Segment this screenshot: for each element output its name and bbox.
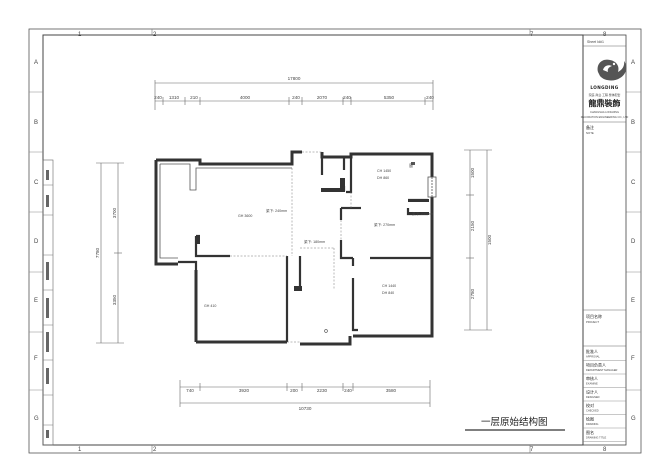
room-label-ch1: CH 1450 bbox=[377, 169, 391, 173]
grid-row-left-c: C bbox=[34, 180, 39, 186]
top-dimension-lines bbox=[154, 80, 434, 110]
grid-row-left-d: D bbox=[34, 239, 39, 245]
title-field-sub: DRAWING bbox=[586, 422, 598, 426]
room-label-ch2: CH 1440 bbox=[382, 284, 396, 288]
dim-right-1: 1500 bbox=[470, 167, 475, 178]
sheet-outer-border bbox=[28, 28, 642, 454]
dim-top-9: 240 bbox=[426, 95, 434, 100]
dim-top-8: 5350 bbox=[384, 95, 395, 100]
title-field-sub: DEPARTMENT MANAGER bbox=[586, 368, 618, 372]
title-field-label: 校对 bbox=[586, 402, 594, 408]
room-label-dh2: DH 840 bbox=[382, 291, 394, 295]
dim-top-5: 240 bbox=[292, 95, 300, 100]
room-label-beam2: 梁下: 180mm bbox=[304, 239, 325, 244]
brand-en: LONGDING bbox=[590, 85, 618, 90]
bottom-dimension-lines bbox=[179, 380, 431, 407]
grid-col-top-7: 7 bbox=[530, 32, 534, 38]
opening-lines bbox=[230, 151, 352, 343]
dim-top-3: 210 bbox=[190, 95, 198, 100]
sheet-tag: Sheet Id#1 bbox=[587, 40, 604, 44]
grid-col-bottom-8: 8 bbox=[603, 447, 607, 453]
title-field-label: 批准人 bbox=[586, 348, 598, 354]
dim-top-2: 1310 bbox=[169, 95, 180, 100]
project-sub: PROJECT bbox=[586, 320, 599, 324]
dim-left-1: 3700 bbox=[112, 207, 117, 218]
grid-row-left-b: B bbox=[34, 120, 38, 126]
title-field-sub: APPROVAL bbox=[586, 355, 600, 359]
title-field-label: 项目负责人 bbox=[586, 362, 606, 368]
revision-strip bbox=[42, 159, 54, 446]
grid-row-right-a: A bbox=[631, 60, 635, 66]
floor-drain-icon bbox=[324, 329, 328, 333]
dim-top-7: 240 bbox=[343, 95, 351, 100]
brand-slogan: 家庭·商业·工程·整体配套 bbox=[589, 92, 621, 97]
brand-cn: 龍鼎裝飾 bbox=[589, 98, 621, 108]
dim-top-6: 2070 bbox=[317, 95, 328, 100]
title-field-label: 设计人 bbox=[586, 389, 598, 395]
dim-bottom-3: 200 bbox=[290, 388, 298, 393]
dim-right-2: 2150 bbox=[470, 220, 475, 231]
room-label-dh1: DH 860 bbox=[377, 176, 389, 180]
right-dimension-lines bbox=[464, 149, 492, 331]
grid-row-right-d: D bbox=[631, 239, 636, 245]
dim-right-3: 2780 bbox=[470, 288, 475, 299]
dim-top-1: 240 bbox=[154, 95, 162, 100]
room-label-mark: 窗 bbox=[409, 162, 413, 168]
grid-col-bottom-1: 1 bbox=[78, 447, 82, 453]
title-field-sub: EXAMINE bbox=[586, 382, 598, 386]
dragon-logo-icon bbox=[597, 59, 627, 81]
wall-fills bbox=[196, 178, 429, 291]
grid-col-bottom-2: 2 bbox=[153, 447, 157, 453]
title-field-label: 图名 bbox=[586, 429, 594, 435]
title-field-label: 审核人 bbox=[586, 375, 598, 381]
dim-bottom-4: 2230 bbox=[317, 388, 328, 393]
window-marker-icon bbox=[411, 162, 415, 165]
dim-bottom-1: 740 bbox=[186, 388, 194, 393]
dim-left-total: 7780 bbox=[95, 247, 100, 258]
grid-col-top-1: 1 bbox=[78, 32, 82, 38]
grid-row-left-a: A bbox=[34, 60, 38, 66]
room-label-beam3: 梁下: 270mm bbox=[374, 222, 395, 227]
notes-sub: NOTE bbox=[586, 131, 594, 135]
grid-col-top-2: 2 bbox=[153, 32, 157, 38]
title-field-sub: DRAWING TITLE bbox=[586, 436, 606, 440]
grid-row-right-e: E bbox=[631, 298, 635, 304]
company-en-1: CHANGSHA LONGDING bbox=[590, 110, 619, 114]
drawing-title: 一层原始结构图 bbox=[481, 416, 548, 428]
dim-top-4: 4000 bbox=[240, 95, 251, 100]
room-label-gh1: GH 3600 bbox=[238, 214, 252, 218]
project-label: 项目名称 bbox=[586, 313, 602, 319]
grid-row-right-g: G bbox=[631, 416, 636, 422]
dim-bottom-total: 10730 bbox=[299, 406, 312, 411]
interior-walls bbox=[178, 157, 432, 342]
title-block: Sheet Id#1 LONGDING 家庭·商业·工程·整体配套 龍鼎裝飾 C… bbox=[581, 34, 629, 446]
room-label-gh2: GH 410 bbox=[204, 304, 216, 308]
grid-row-left-f: F bbox=[34, 356, 38, 362]
room-label-beam1: 梁下: 240mm bbox=[266, 208, 287, 213]
company-en-2: DECORATION ENGINEERING CO., LTD bbox=[581, 115, 629, 119]
grid-row-right-c: C bbox=[631, 180, 636, 186]
room-label-beam4: 梁下: 250mm bbox=[412, 211, 433, 216]
dim-bottom-5: 240 bbox=[344, 388, 352, 393]
wall-outlines bbox=[159, 163, 437, 259]
title-field-sub: DESIGNED bbox=[586, 395, 600, 399]
grid-row-left-e: E bbox=[34, 298, 38, 304]
notes-label: 备注 bbox=[586, 124, 594, 130]
dim-bottom-6: 3580 bbox=[386, 388, 397, 393]
left-dimension-lines bbox=[96, 162, 124, 344]
title-field-label: 绘图 bbox=[586, 416, 594, 422]
grid-col-bottom-7: 7 bbox=[530, 447, 534, 453]
grid-row-right-b: B bbox=[631, 120, 635, 126]
title-field-sub: CHECKED bbox=[586, 409, 599, 413]
dim-left-2: 3350 bbox=[112, 294, 117, 305]
grid-row-left-g: G bbox=[34, 416, 39, 422]
grid-row-right-f: F bbox=[631, 356, 635, 362]
dim-right-total: 1500 bbox=[487, 234, 492, 245]
exterior-walls bbox=[154, 150, 434, 346]
dim-bottom-2: 3920 bbox=[239, 388, 250, 393]
dim-top-total: 17800 bbox=[288, 76, 301, 81]
